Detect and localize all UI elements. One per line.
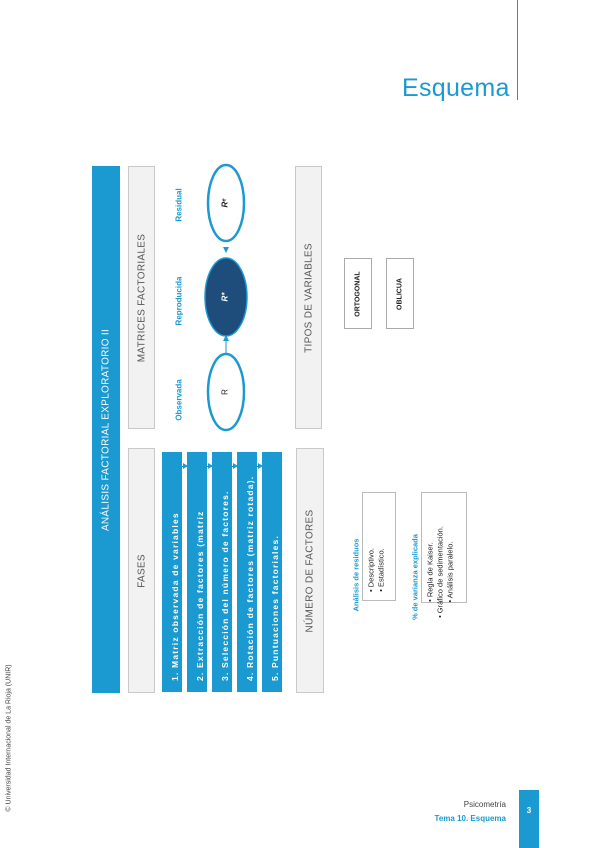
fases-box: FASES: [128, 448, 155, 693]
symbol-rstar-wrap: R*: [218, 287, 232, 307]
copyright-text: © Universidad Internacional de La Rioja …: [5, 663, 13, 812]
varianza-title: % de varianza explicada: [410, 534, 420, 620]
oblicua-box: OBLICUA: [386, 258, 414, 329]
step-label: 4. Rotación de factores (matriz rotada).: [245, 475, 255, 681]
footer-course: Psicometría: [463, 800, 506, 809]
fases-label: FASES: [136, 553, 147, 588]
ellipse-reproducida: [204, 257, 248, 337]
varianza-item: • Gráfico de sedimentación.: [435, 526, 445, 618]
arrow-icon: [183, 463, 188, 469]
step-4: 4. Rotación de factores (matriz rotada).: [237, 452, 257, 692]
ortogonal-box: ORTOGONAL: [344, 258, 372, 329]
ortogonal-label: ORTOGONAL: [354, 270, 362, 317]
arrow-icon: [233, 463, 238, 469]
matrices-label: MATRICES FACTORIALES: [136, 233, 147, 362]
step-1: 1. Matriz observada de variables: [162, 452, 182, 692]
residuos-box: [362, 492, 396, 601]
header-divider: [517, 0, 518, 100]
observada-title-wrap: Observada: [172, 375, 186, 425]
varianza-item-wrap: • Análisis paralelo.: [445, 520, 455, 624]
residuos-title: Análisis de residuos: [351, 538, 361, 612]
step-label: 2. Extracción de factores (matriz: [195, 510, 205, 681]
numero-label: NÚMERO DE FACTORES: [304, 508, 316, 633]
oblicua-label: OBLICUA: [396, 277, 404, 310]
reproducida-title: Reproducida: [174, 276, 184, 326]
matrices-diagram: [204, 163, 248, 432]
varianza-item: • Análisis paralelo.: [445, 541, 455, 603]
ellipse-residual: [206, 163, 246, 243]
step-label: 3. Selección del número de factores.: [220, 490, 230, 681]
step-3: 3. Selección del número de factores.: [212, 452, 232, 692]
symbol-r-wrap: R: [218, 382, 232, 402]
symbol-r: R: [220, 389, 230, 395]
residuos-title-wrap: Análisis de residuos: [350, 530, 362, 620]
residual-title: Residual: [174, 188, 184, 222]
arrow-icon: [223, 335, 229, 341]
matrices-box: MATRICES FACTORIALES: [128, 166, 155, 429]
varianza-box: [421, 492, 467, 603]
residuos-item: • Descriptivo.: [366, 548, 376, 592]
main-title-bar: ANÁLISIS FACTORIAL EXPLORATORIO II: [92, 166, 120, 693]
residuos-item-wrap: • Descriptivo.: [366, 535, 376, 605]
step-5: 5. Puntuaciones factoriales.: [262, 452, 282, 692]
symbol-rstar: R*: [220, 292, 230, 302]
copyright: © Universidad Internacional de La Rioja …: [2, 655, 16, 820]
page-number: 3: [526, 806, 532, 815]
step-label: 5. Puntuaciones factoriales.: [270, 534, 280, 681]
main-title: ANÁLISIS FACTORIAL EXPLORATORIO II: [100, 328, 112, 531]
residuos-item: • Estadístico.: [376, 548, 386, 592]
arrow-icon: [223, 247, 229, 253]
arrow-icon: [208, 463, 213, 469]
varianza-title-wrap: % de varianza explicada: [409, 525, 421, 629]
page-title: Esquema: [402, 74, 510, 102]
residual-title-wrap: Residual: [172, 182, 186, 228]
tipos-box: TIPOS DE VARIABLES: [295, 166, 322, 429]
tipos-label: TIPOS DE VARIABLES: [303, 242, 314, 353]
residuos-item-wrap: • Estadístico.: [376, 535, 386, 605]
arrow-icon: [258, 463, 263, 469]
step-label: 1. Matriz observada de variables: [170, 512, 180, 681]
symbol-re: Rᵉ: [220, 198, 230, 208]
page-number-box: 3: [519, 790, 539, 848]
reproducida-title-wrap: Reproducida: [172, 268, 186, 334]
varianza-item-wrap: • Regla de Kaiser.: [425, 520, 435, 624]
observada-title: Observada: [174, 379, 184, 421]
step-2: 2. Extracción de factores (matriz: [187, 452, 207, 692]
ellipse-observada: [206, 352, 246, 432]
varianza-item-wrap: • Gráfico de sedimentación.: [435, 520, 445, 624]
symbol-re-wrap: Rᵉ: [218, 193, 232, 213]
numero-box: NÚMERO DE FACTORES: [296, 448, 324, 693]
footer-topic: Tema 10. Esquema: [434, 814, 506, 823]
varianza-item: • Regla de Kaiser.: [425, 542, 435, 602]
